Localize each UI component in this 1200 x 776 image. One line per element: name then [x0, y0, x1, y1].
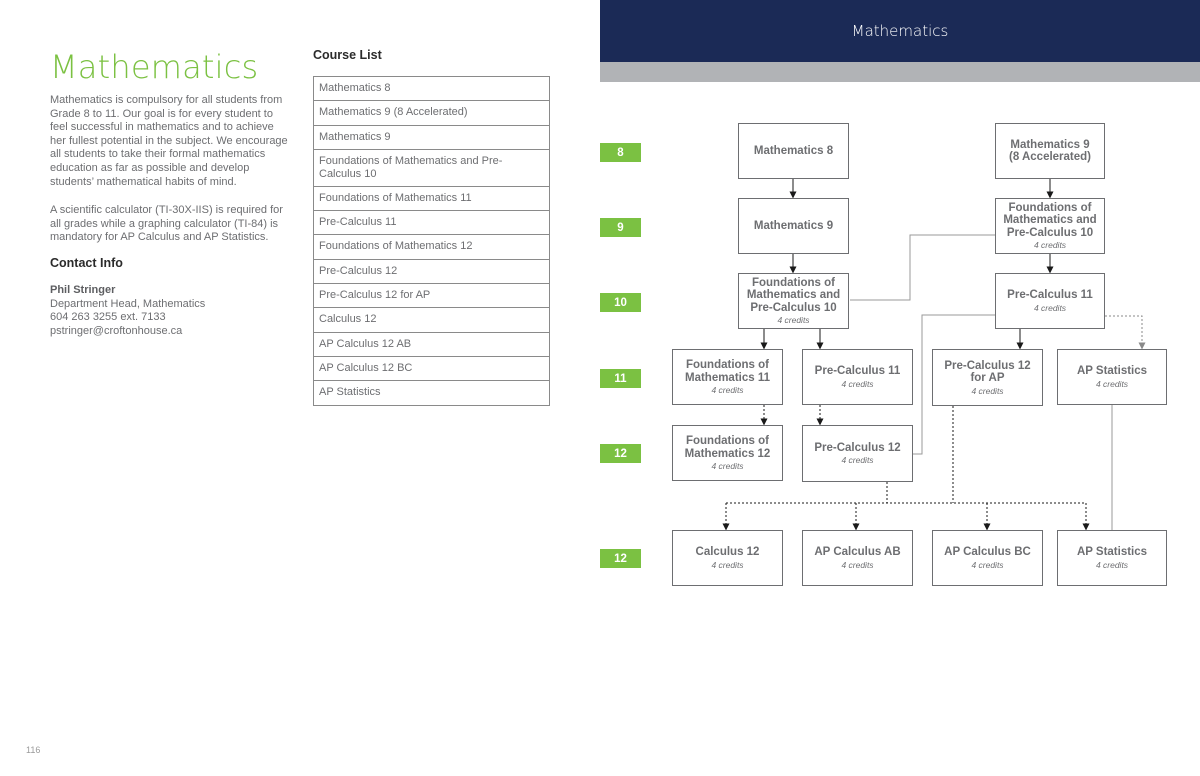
course-list-item: AP Calculus 12 BC [313, 355, 550, 382]
course-list-item: Mathematics 9 (8 Accelerated) [313, 100, 550, 126]
link-fmpc10-left-to-right [850, 234, 995, 301]
calculator-paragraph: A scientific calculator (TI-30X-IIS) is … [50, 204, 283, 244]
node-credits: 4 credits [1033, 302, 1067, 313]
node-title: AP Calculus BC [944, 546, 1031, 559]
node-title: Foundations of Mathematics and Pre-Calcu… [746, 276, 841, 314]
contact-heading: Contact Info [50, 256, 123, 270]
course-list-item: AP Calculus 12 AB [313, 331, 550, 357]
course-list-item: Calculus 12 [313, 307, 550, 333]
section-header-title: Mathematics [851, 22, 949, 40]
node-credits: 4 credits [711, 559, 744, 570]
node-title: Pre-Calculus 11 [1007, 289, 1093, 302]
section-header-band: Mathematics [600, 0, 1200, 62]
node-title: AP Statistics [1076, 365, 1148, 378]
node-calculus-12: Calculus 12 4 credits [672, 530, 783, 586]
node-ap-calculus-ab: AP Calculus AB 4 credits [802, 530, 913, 586]
course-list-item: Foundations of Mathematics 12 [313, 234, 550, 260]
grade-badge-10: 10 [600, 293, 641, 312]
node-credits: 4 credits [1033, 240, 1067, 251]
node-credits: 4 credits [1095, 559, 1129, 570]
node-title: Mathematics 8 [753, 144, 834, 157]
node-credits: 4 credits [841, 559, 874, 570]
node-title: Pre-Calculus 11 [814, 365, 901, 378]
node-title: Calculus 12 [695, 546, 760, 559]
node-credits: 4 credits [777, 315, 810, 326]
course-list-item: Foundations of Mathematics 11 [313, 185, 550, 212]
node-credits: 4 credits [971, 385, 1004, 396]
node-fmpc10-accelerated: Foundations of Mathematics and Pre-Calcu… [995, 198, 1105, 254]
node-title: AP Statistics [1076, 546, 1148, 559]
course-list-heading: Course List [313, 48, 382, 62]
node-foundations-11: Foundations of Mathematics 11 4 credits [672, 349, 783, 405]
dotted-precalc11-to-apstats [1105, 315, 1146, 350]
course-list-item: Foundations of Mathematics and Pre-Calcu… [313, 148, 550, 187]
node-title: Mathematics 9 [753, 219, 834, 232]
node-ap-calculus-bc: AP Calculus BC 4 credits [932, 530, 1043, 586]
course-list: Mathematics 8 Mathematics 9 (8 Accelerat… [313, 76, 550, 406]
node-precalculus-12-ap: Pre-Calculus 12 for AP 4 credits [932, 349, 1043, 406]
course-list-item: AP Statistics [313, 380, 550, 406]
course-list-item: Pre-Calculus 12 [313, 258, 550, 285]
header-divider-band [600, 62, 1200, 82]
contact-phone: 604 263 3255 ext. 7133 [50, 311, 166, 324]
page-title: Mathematics [50, 48, 259, 86]
grade-badge-11: 11 [600, 369, 641, 388]
node-precalculus-12: Pre-Calculus 12 4 credits [802, 425, 913, 482]
node-credits: 4 credits [971, 559, 1004, 570]
node-title: AP Calculus AB [814, 546, 901, 559]
node-precalculus-11: Pre-Calculus 11 4 credits [802, 349, 913, 405]
grade-badge-9: 9 [600, 218, 641, 237]
contact-block: Phil Stringer Department Head, Mathemati… [50, 284, 205, 338]
node-credits: 4 credits [711, 385, 744, 395]
node-title: Foundations of Mathematics 11 [684, 359, 770, 384]
node-mathematics-9: Mathematics 9 [738, 198, 849, 254]
node-ap-statistics: AP Statistics 4 credits [1057, 530, 1167, 586]
node-ap-statistics-grade11: AP Statistics 4 credits [1057, 349, 1167, 405]
grade-badge-12-ap: 12 [600, 549, 641, 568]
course-list-item: Pre-Calculus 11 [313, 210, 550, 236]
intro-paragraph: Mathematics is compulsory for all studen… [50, 94, 288, 188]
course-list-item: Mathematics 8 [313, 76, 550, 102]
course-list-item: Mathematics 9 [313, 124, 550, 150]
contact-email: pstringer@croftonhouse.ca [50, 324, 183, 337]
grade-badge-12: 12 [600, 444, 641, 463]
node-credits: 4 credits [841, 455, 874, 466]
node-title: Mathematics 9 (8 Accelerated) [1008, 138, 1092, 164]
node-credits: 4 credits [841, 378, 874, 389]
node-title: Pre-Calculus 12 [814, 441, 901, 454]
node-fmpc10: Foundations of Mathematics and Pre-Calcu… [738, 273, 849, 329]
page-number: 116 [26, 745, 41, 755]
node-credits: 4 credits [1095, 378, 1129, 389]
node-mathematics-8: Mathematics 8 [738, 123, 849, 179]
node-title: Foundations of Mathematics and Pre-Calcu… [1003, 201, 1097, 239]
course-list-item: Pre-Calculus 12 for AP [313, 283, 550, 309]
node-mathematics-9-accelerated: Mathematics 9 (8 Accelerated) [995, 123, 1105, 179]
node-precalculus-11-accelerated: Pre-Calculus 11 4 credits [995, 273, 1105, 329]
node-title: Pre-Calculus 12 for AP [944, 359, 1031, 385]
contact-name: Phil Stringer [50, 284, 116, 296]
contact-role: Department Head, Mathematics [50, 297, 206, 310]
node-credits: 4 credits [711, 461, 744, 471]
node-title: Foundations of Mathematics 12 [684, 435, 771, 460]
grade-badge-8: 8 [600, 143, 641, 162]
node-foundations-12: Foundations of Mathematics 12 4 credits [672, 425, 783, 481]
